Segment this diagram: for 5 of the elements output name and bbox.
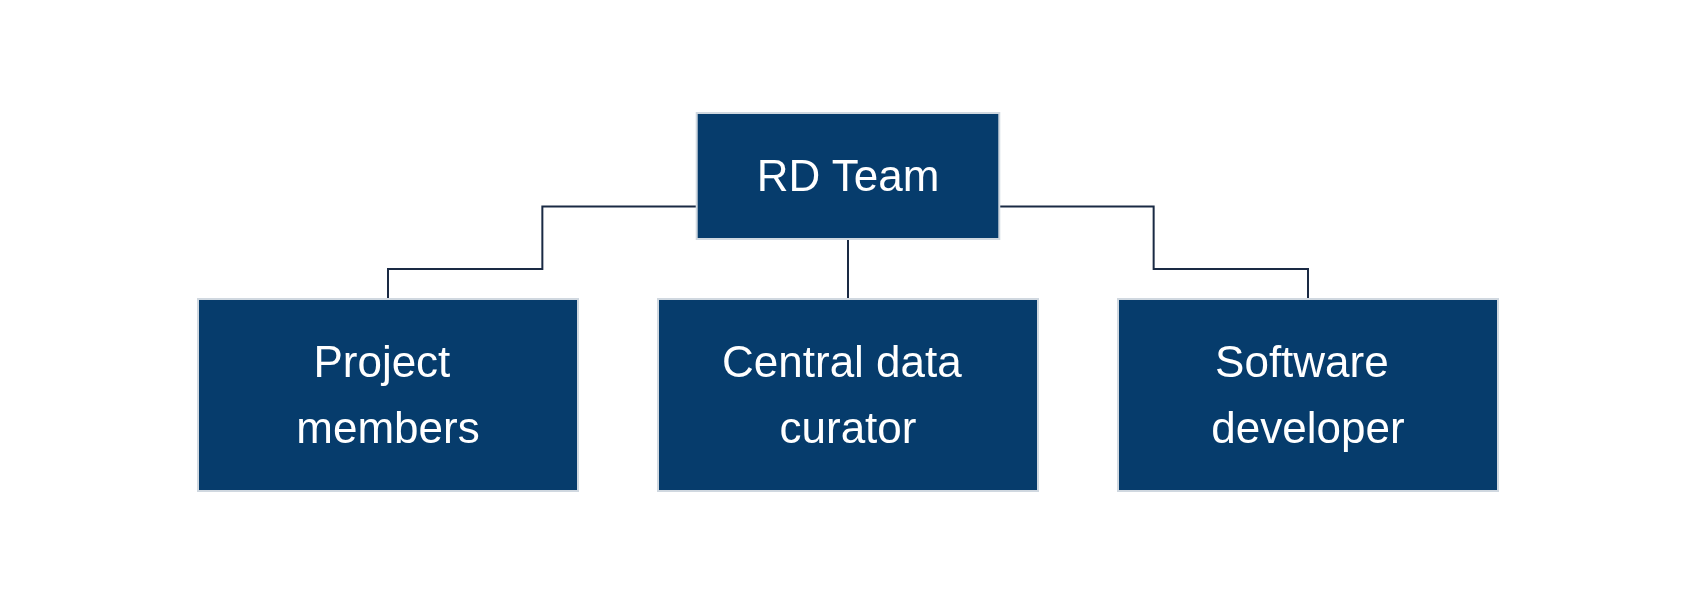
node-box: RD Team [695,111,1001,240]
connector [847,237,849,300]
node-box: Project members [197,297,579,492]
node-box: Software developer [1117,297,1499,492]
node-box: Central data curator [657,297,1039,492]
